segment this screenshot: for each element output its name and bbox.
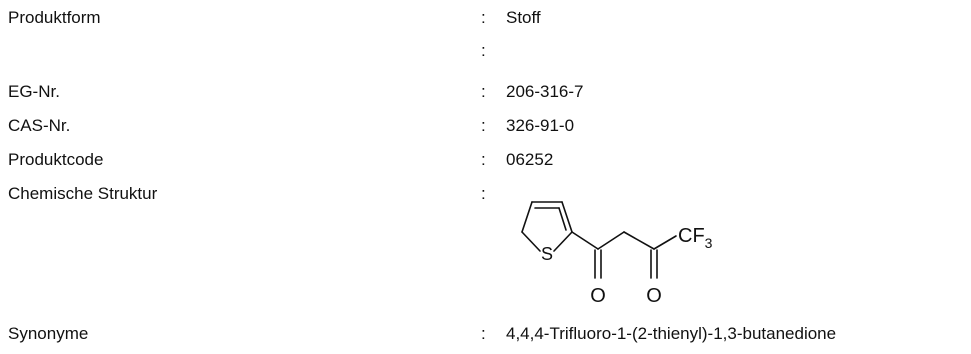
field-label: Produktcode xyxy=(8,150,104,169)
bond xyxy=(521,201,533,233)
field-separator: : xyxy=(481,116,486,135)
field-separator: : xyxy=(481,82,486,101)
field-value: 206-316-7 xyxy=(506,82,584,101)
field-label: Chemische Struktur xyxy=(8,184,158,203)
sulfur-atom-label: S xyxy=(541,244,553,264)
field-row-synonyme: Synonyme : 4,4,4-Trifluoro-1-(2-thienyl)… xyxy=(0,322,971,346)
field-separator: : xyxy=(481,8,486,27)
trifluoromethyl-subscript: 3 xyxy=(705,235,713,251)
bond xyxy=(597,231,625,250)
oxygen-atom-label: O xyxy=(646,285,662,307)
bond xyxy=(561,201,573,233)
field-row-empty: : xyxy=(0,39,971,63)
field-label: EG-Nr. xyxy=(8,82,60,101)
field-separator: : xyxy=(481,41,486,60)
field-row-cas-nr: CAS-Nr. : 326-91-0 xyxy=(0,114,971,138)
field-separator: : xyxy=(481,150,486,169)
field-label: CAS-Nr. xyxy=(8,116,71,135)
field-separator: : xyxy=(481,184,486,203)
bond xyxy=(571,231,599,250)
field-label: Produktform xyxy=(8,8,101,27)
field-value: Stoff xyxy=(506,8,541,27)
trifluoromethyl-main: CF xyxy=(678,225,705,247)
field-value: 4,4,4-Trifluoro-1-(2-thienyl)-1,3-butane… xyxy=(506,324,837,343)
field-value: 06252 xyxy=(506,150,554,169)
bond xyxy=(521,231,541,252)
field-row-eg-nr: EG-Nr. : 206-316-7 xyxy=(0,80,971,104)
field-label: Synonyme xyxy=(8,324,89,343)
field-row-chemische-struktur: Chemische Struktur : xyxy=(0,182,971,206)
bond xyxy=(553,231,573,252)
field-value: 326-91-0 xyxy=(506,116,575,135)
bond xyxy=(558,207,567,231)
bond xyxy=(653,235,677,250)
field-row-produktcode: Produktcode : 06252 xyxy=(0,148,971,172)
chemical-structure: S O O CF3 xyxy=(521,201,713,307)
field-separator: : xyxy=(481,324,486,343)
oxygen-atom-label: O xyxy=(590,285,606,307)
field-row-produktform: Produktform : Stoff xyxy=(0,6,971,30)
bond xyxy=(623,231,655,250)
trifluoromethyl-label: CF3 xyxy=(678,225,713,251)
